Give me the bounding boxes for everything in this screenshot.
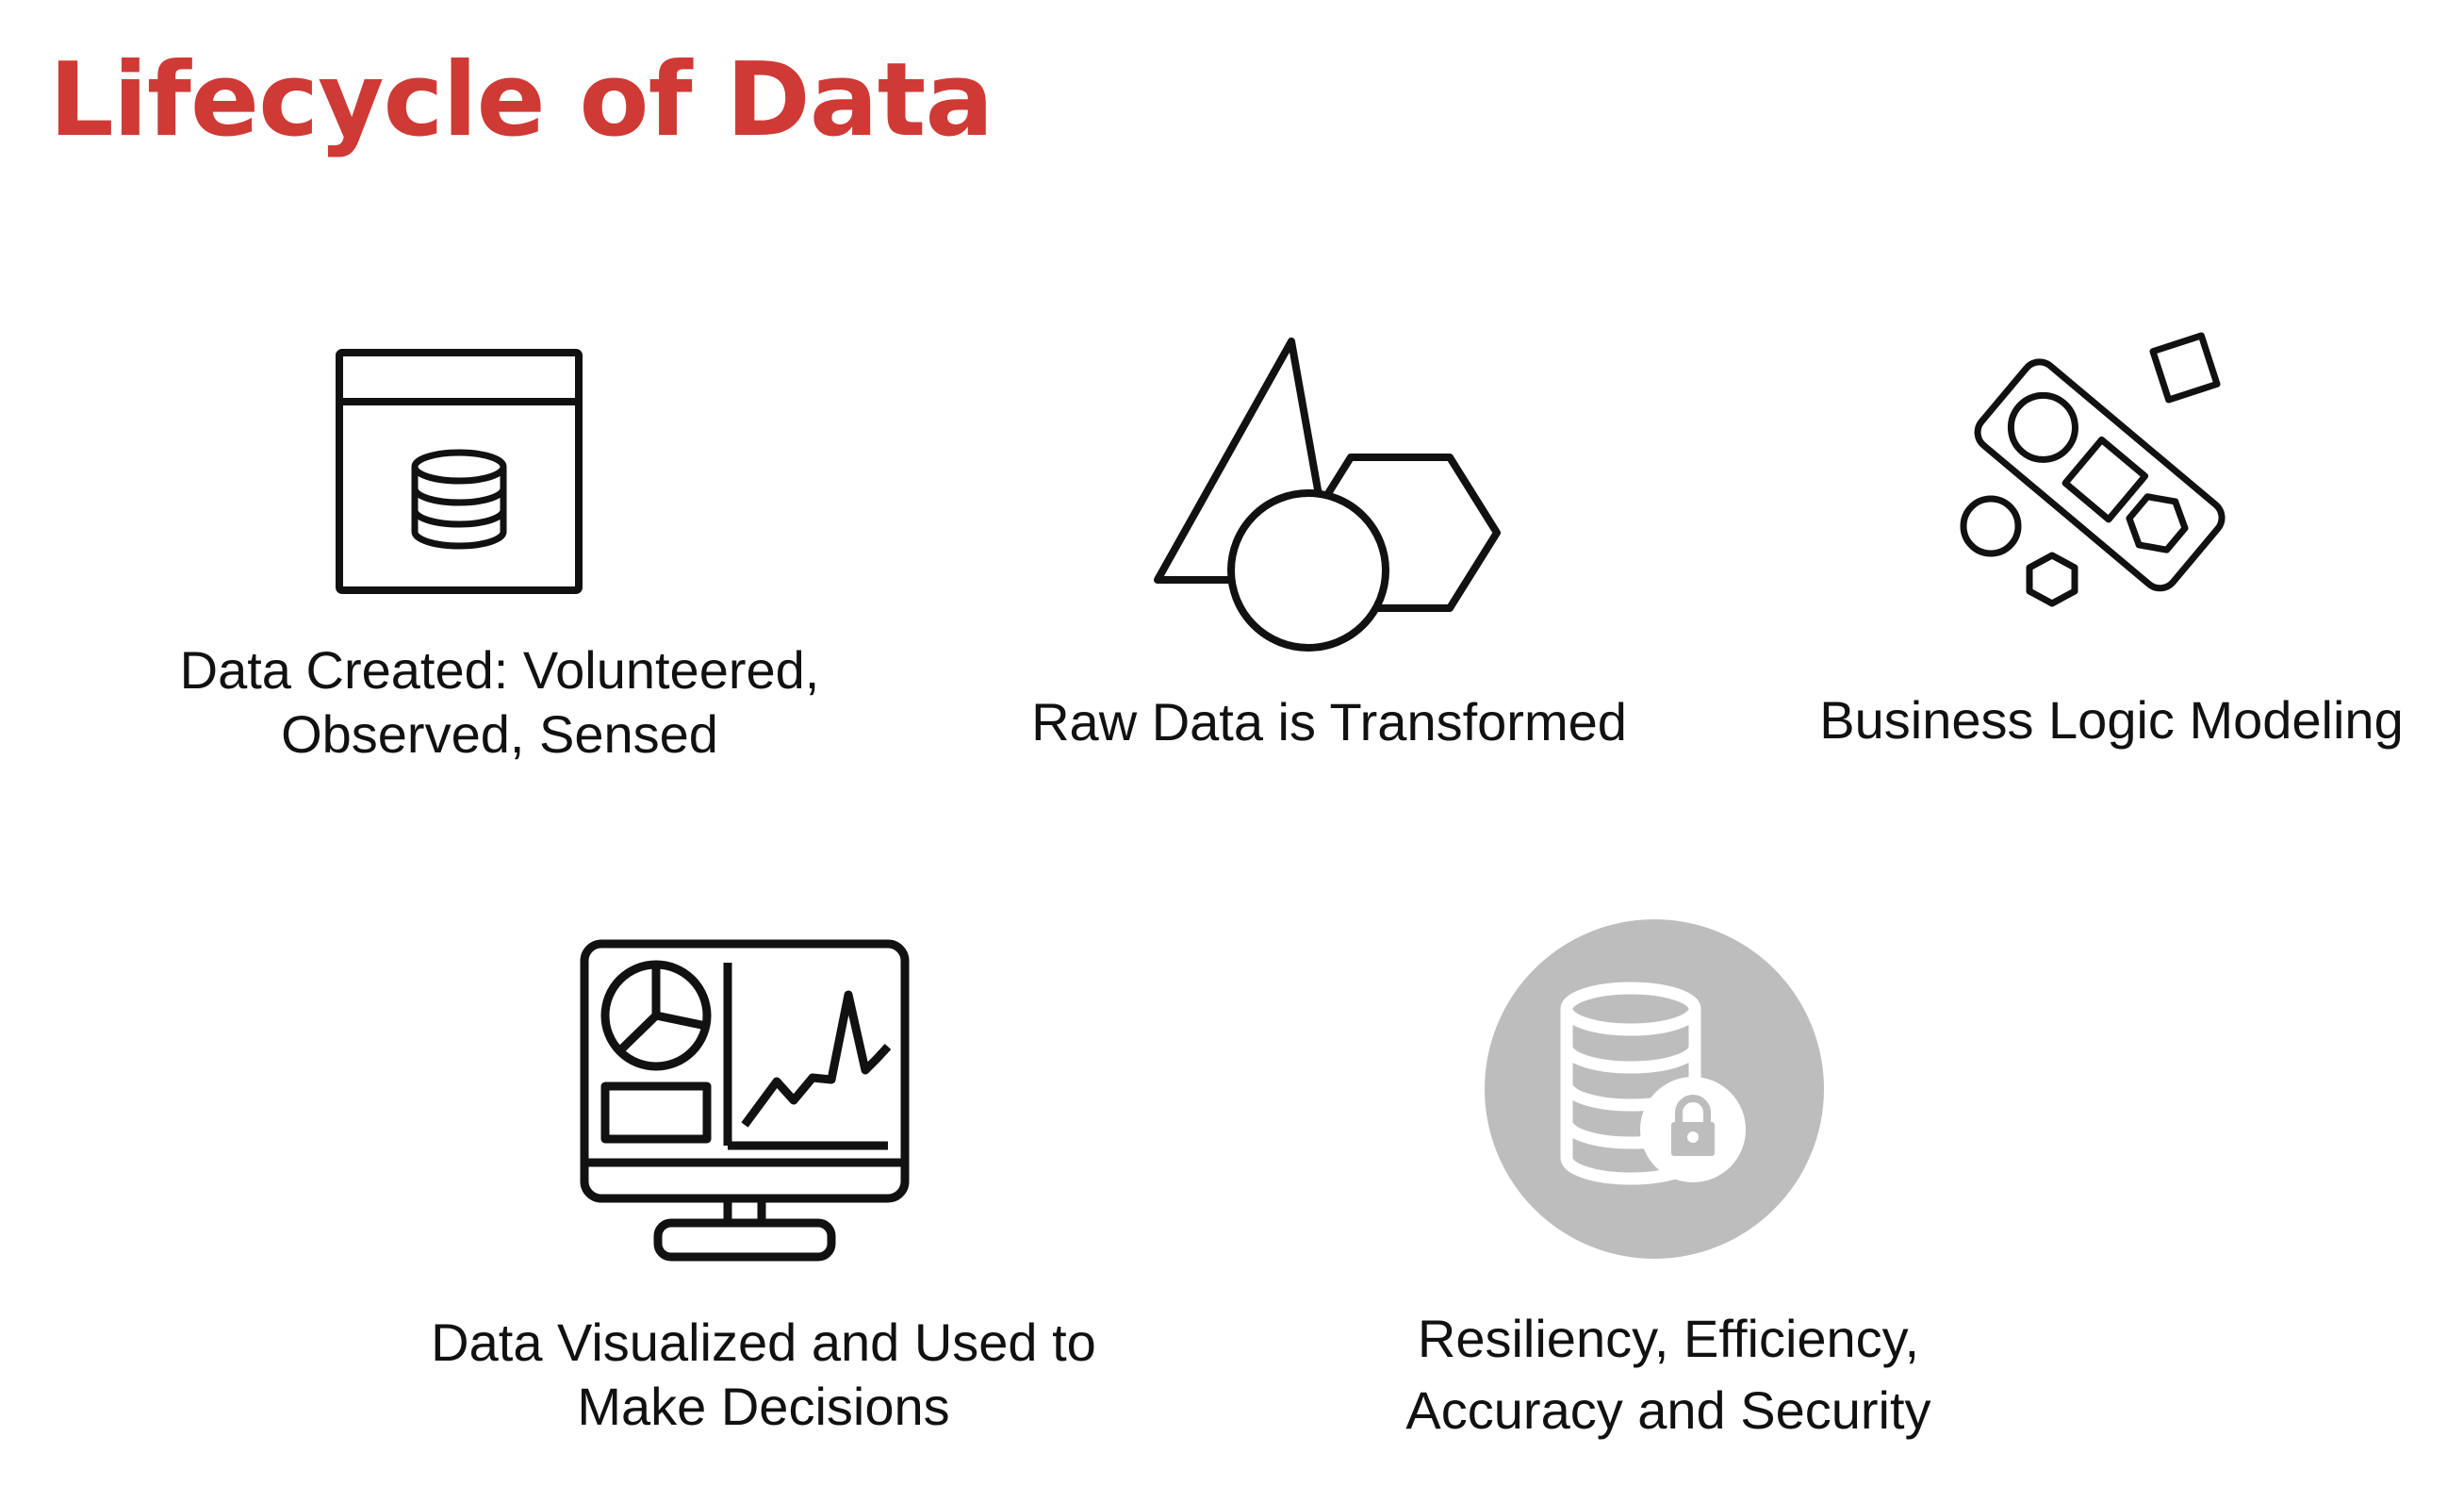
label-line: Data Created: Volunteered, xyxy=(179,640,820,700)
label-line: Make Decisions xyxy=(577,1377,950,1436)
shape-sorter-icon xyxy=(1960,332,2226,607)
step-modeling-label: Business Logic Modeling xyxy=(1772,688,2451,752)
label-line: Observed, Sensed xyxy=(281,704,718,764)
label-line: Business Logic Modeling xyxy=(1819,690,2404,750)
step-transformed-label: Raw Data is Transformed xyxy=(943,690,1716,754)
step-created-label: Data Created: Volunteered, Observed, Sen… xyxy=(113,638,886,767)
label-line: Data Visualized and Used to xyxy=(431,1313,1096,1372)
database-window-icon xyxy=(336,349,583,594)
step-security-label: Resiliency, Efficiency, Accuracy and Sec… xyxy=(1282,1303,2055,1446)
shapes-icon xyxy=(1154,338,1501,652)
label-line: Raw Data is Transformed xyxy=(1031,692,1627,751)
secure-database-icon xyxy=(1485,919,1824,1259)
step-visualized-label: Data Visualized and Used to Make Decisio… xyxy=(377,1311,1150,1439)
label-line: Accuracy and Security xyxy=(1405,1380,1931,1440)
slide-title: Lifecycle of Data xyxy=(49,41,994,159)
dashboard-monitor-icon xyxy=(580,939,910,1262)
label-line: Resiliency, Efficiency, xyxy=(1417,1309,1920,1368)
